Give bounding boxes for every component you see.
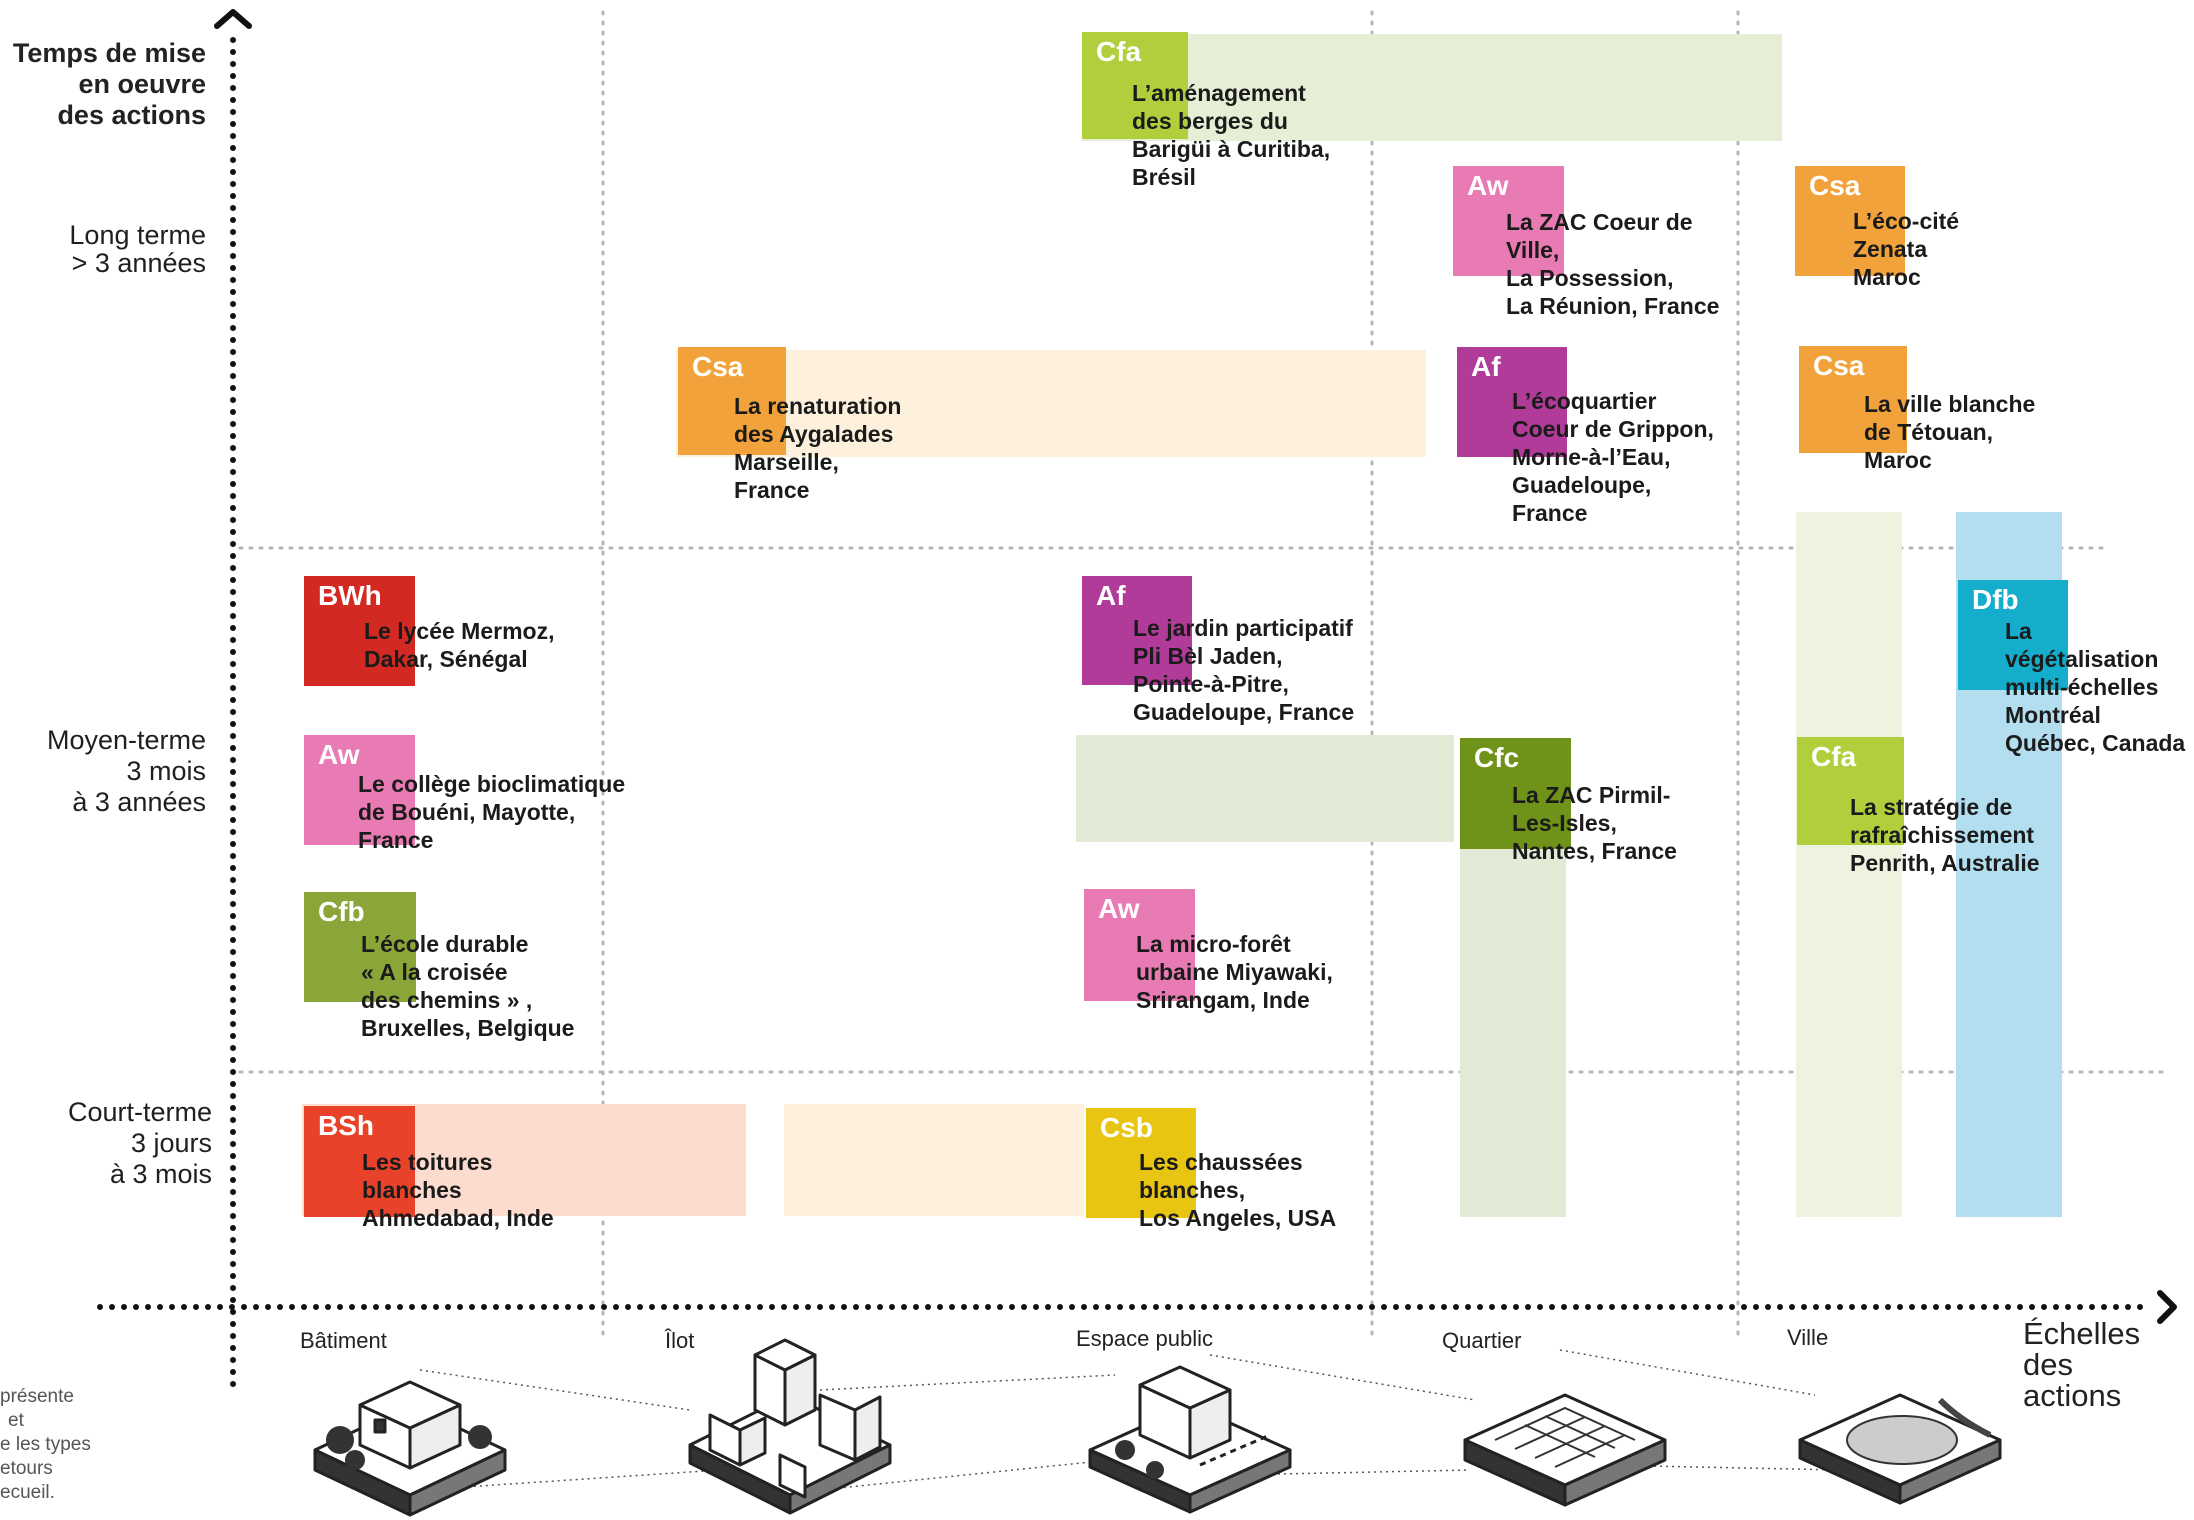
range-band-pirmil-horizontal	[1076, 735, 1454, 842]
project-label: Le lycée Mermoz,Dakar, Sénégal	[364, 618, 555, 672]
city-scale-icon	[1798, 1393, 2002, 1505]
range-band-pirmil-vertical	[1460, 845, 1566, 1217]
project-label: La ZAC Pirmil-Les-Isles,Nantes, France	[1512, 782, 1677, 864]
range-band-berges	[1082, 34, 1782, 141]
scale-label-ville: Ville	[1787, 1325, 1829, 1350]
climate-badge: Csb	[1086, 1108, 1196, 1218]
range-band-penrith	[1796, 512, 1902, 1217]
scale-label-ilot: Îlot	[665, 1328, 695, 1353]
y-level-short-term: Court-terme 3 jours à 3 mois	[67, 1097, 212, 1189]
climate-badge: Csa	[678, 347, 786, 455]
block-scale-icon	[688, 1338, 892, 1515]
range-band-chaussees	[784, 1104, 1084, 1216]
scale-label-espace-public: Espace public	[1076, 1326, 1213, 1351]
y-level-medium-term: Moyen-terme 3 mois à 3 années	[46, 725, 206, 817]
x-axis-arrow	[2157, 1290, 2177, 1324]
climate-badge: Aw	[1453, 166, 1564, 276]
y-axis-title: Temps de mise en oeuvre des actions	[12, 38, 206, 130]
climate-badge: BSh	[304, 1106, 415, 1217]
climate-badge: Cfa	[1797, 737, 1904, 845]
climate-badge: Cfb	[304, 892, 416, 1002]
scale-label-quartier: Quartier	[1442, 1328, 1522, 1353]
range-band-aygalades	[676, 350, 1426, 457]
building-scale-icon	[313, 1380, 507, 1517]
x-axis-title: Échelles des actions	[2023, 1316, 2141, 1413]
climate-badge: Csa	[1795, 166, 1905, 276]
climate-badge: Cfa	[1082, 32, 1188, 139]
climate-badge: Csa	[1799, 346, 1907, 453]
climate-badge: Aw	[304, 735, 415, 845]
climate-badge: Af	[1082, 576, 1192, 685]
cropped-note: présente et e les types etours ecueil.	[0, 1386, 91, 1503]
climate-badge: Cfc	[1460, 738, 1571, 849]
public-space-scale-icon	[1088, 1365, 1292, 1514]
scale-label-batiment: Bâtiment	[300, 1328, 387, 1353]
y-axis-arrow	[214, 9, 252, 29]
y-level-long-term: Long terme > 3 années	[69, 220, 206, 278]
climate-badge: Aw	[1084, 889, 1195, 1001]
district-scale-icon	[1463, 1393, 1667, 1507]
climate-badge: Dfb	[1958, 580, 2068, 690]
climate-badge: Af	[1457, 347, 1567, 457]
climate-badge: BWh	[304, 576, 415, 686]
